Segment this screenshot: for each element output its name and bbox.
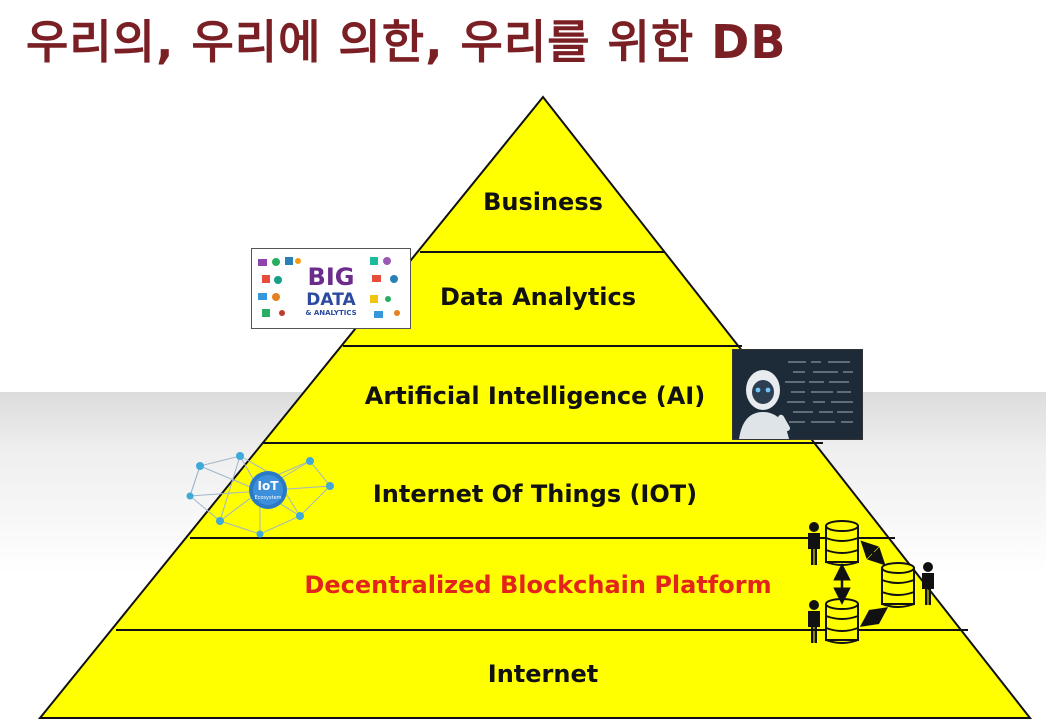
database-icon — [825, 520, 859, 566]
sync-arrow-icon — [859, 607, 889, 627]
big-data-line1: BIG — [308, 263, 355, 291]
user-icon — [922, 562, 934, 605]
robot-blackboard-icon — [733, 350, 862, 439]
level-data-analytics: Data Analytics — [440, 283, 636, 311]
ai-robot-image — [732, 349, 863, 440]
level-internet-of-things: Internet Of Things (IOT) — [373, 480, 697, 508]
iot-ecosystem-image: IoT Ecosystem — [180, 446, 338, 541]
user-icon — [808, 600, 820, 643]
level-business: Business — [483, 188, 603, 216]
iot-logo-line1: IoT — [258, 479, 280, 493]
big-data-line3: & ANALYTICS — [305, 309, 356, 317]
level-artificial-intelligence: Artificial Intelligence (AI) — [365, 382, 705, 410]
iot-logo-line2: Ecosystem — [254, 495, 281, 501]
big-data-logo-icon: BIG DATA & ANALYTICS — [258, 257, 400, 318]
big-data-analytics-image: BIG DATA & ANALYTICS — [251, 248, 411, 329]
blockchain-network-graphic — [800, 516, 950, 644]
level-internet: Internet — [488, 660, 598, 688]
iot-network-icon: IoT Ecosystem — [186, 452, 334, 538]
level-blockchain-platform: Decentralized Blockchain Platform — [304, 571, 771, 599]
database-icon — [881, 562, 915, 608]
page-title: 우리의, 우리에 의한, 우리를 위한 DB — [26, 15, 787, 69]
big-data-line2: DATA — [306, 290, 356, 310]
database-icon — [825, 598, 859, 644]
sync-arrow-icon — [860, 540, 886, 566]
user-icon — [808, 522, 820, 565]
